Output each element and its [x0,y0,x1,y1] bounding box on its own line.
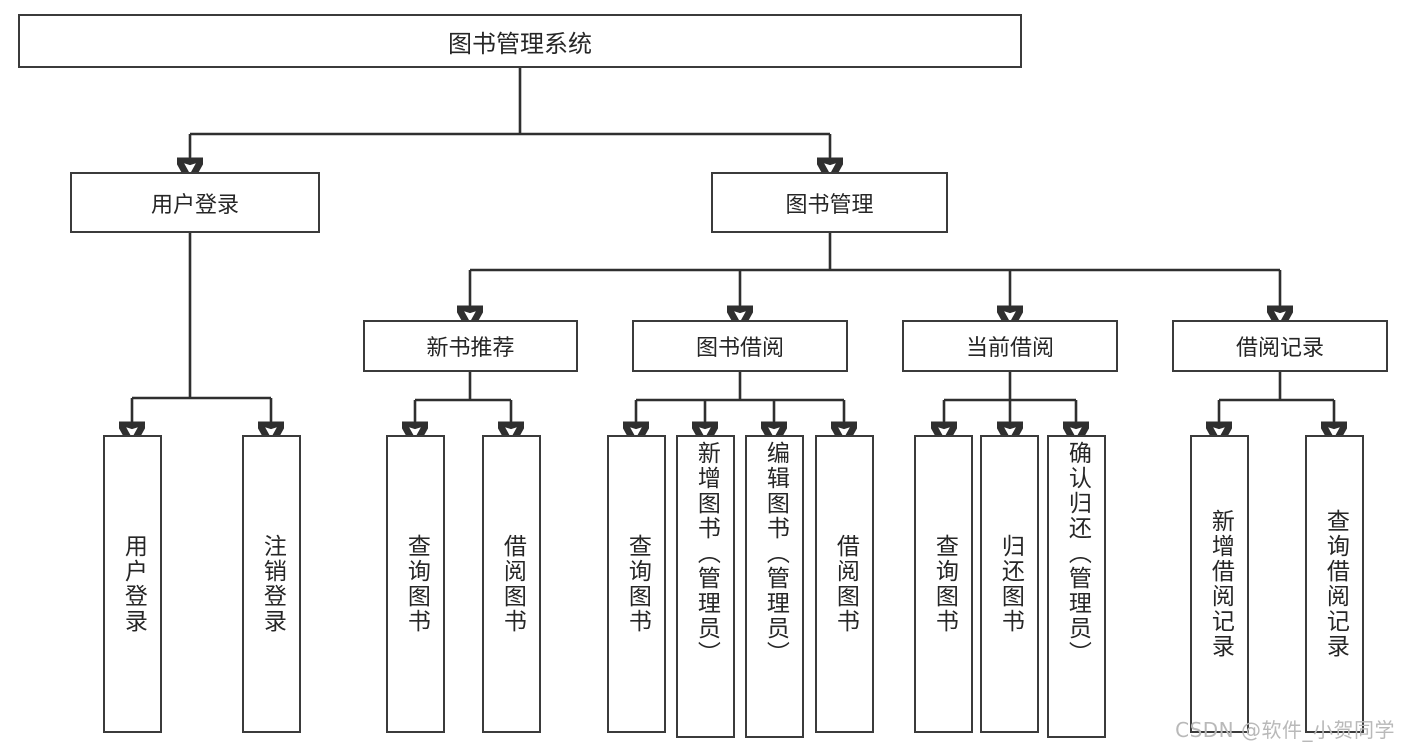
node-label: 图书借阅 [695,336,784,361]
leaf-borrow-book-recommend[interactable]: 借阅图书 [482,435,541,733]
node-current-borrow[interactable]: 当前借阅 [902,320,1118,372]
node-book-borrow[interactable]: 图书借阅 [632,320,848,372]
leaf-user-login[interactable]: 用户登录 [103,435,162,733]
node-borrow-record[interactable]: 借阅记录 [1172,320,1388,372]
leaf-add-borrow-record[interactable]: 新增借阅记录 [1190,435,1249,733]
leaf-label: 查询借阅记录 [1322,509,1349,659]
leaf-label: 确认归还（管理员） [1064,441,1091,666]
leaf-label: 查询图书 [931,534,958,634]
node-root-label: 图书管理系统 [448,29,592,58]
leaf-confirm-return-admin[interactable]: 确认归还（管理员） [1047,435,1106,738]
node-label: 图书管理 [785,192,874,218]
leaf-label: 借阅图书 [832,534,859,634]
leaf-label: 编辑图书（管理员） [762,441,789,666]
leaf-label: 查询图书 [403,534,430,634]
leaf-label: 借阅图书 [499,534,526,634]
leaf-label: 用户登录 [120,534,147,634]
leaf-query-borrow-record[interactable]: 查询借阅记录 [1305,435,1364,733]
leaf-label: 新增图书（管理员） [693,441,720,666]
node-book-management[interactable]: 图书管理 [711,172,948,233]
leaf-edit-book-admin[interactable]: 编辑图书（管理员） [745,435,804,738]
node-label: 当前借阅 [965,336,1054,361]
node-root-system[interactable]: 图书管理系统 [18,14,1022,68]
node-new-book-recommend[interactable]: 新书推荐 [363,320,578,372]
leaf-borrow-book[interactable]: 借阅图书 [815,435,874,733]
leaf-add-book-admin[interactable]: 新增图书（管理员） [676,435,735,738]
node-user-login[interactable]: 用户登录 [70,172,320,233]
leaf-label: 归还图书 [997,534,1024,634]
leaf-logout-login[interactable]: 注销登录 [242,435,301,733]
node-label: 用户登录 [150,192,239,218]
leaf-return-book[interactable]: 归还图书 [980,435,1039,733]
watermark-text: CSDN @软件_小贺同学 [1175,718,1395,742]
leaf-label: 新增借阅记录 [1207,509,1234,659]
node-label: 新书推荐 [426,336,515,361]
leaf-query-book-current[interactable]: 查询图书 [914,435,973,733]
leaf-label: 注销登录 [259,534,286,634]
leaf-label: 查询图书 [624,534,651,634]
node-label: 借阅记录 [1235,336,1324,361]
leaf-query-book-recommend[interactable]: 查询图书 [386,435,445,733]
leaf-query-book-borrow[interactable]: 查询图书 [607,435,666,733]
